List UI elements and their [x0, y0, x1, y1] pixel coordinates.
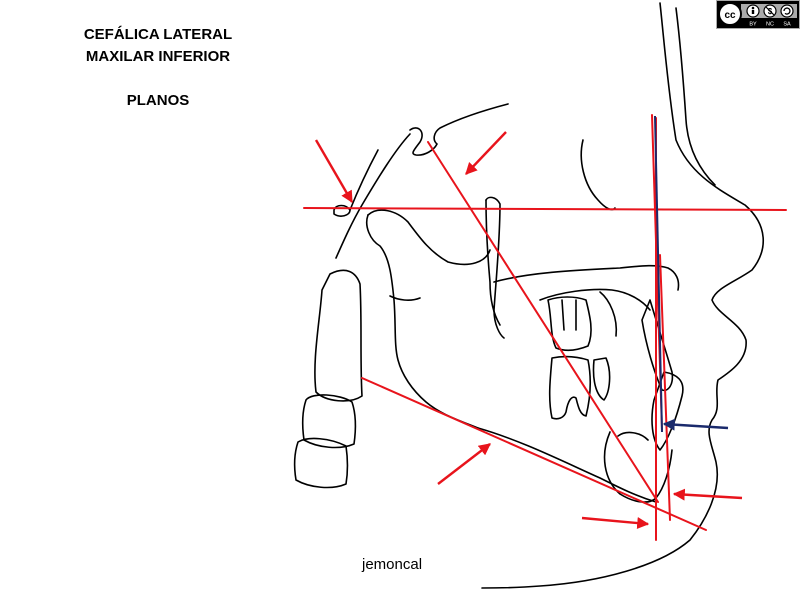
license-nc-label: NC [766, 22, 774, 28]
reference-planes [303, 114, 787, 541]
soft-tissue-profile [481, 2, 764, 589]
upper-incisor [641, 299, 674, 392]
arrow-menton [581, 516, 650, 529]
lower-incisor [651, 371, 684, 451]
license-by-label: BY [749, 22, 757, 28]
cervical-vertebra-c2 [314, 269, 363, 402]
cranial-base [335, 133, 411, 259]
cc-license-badge[interactable]: cc $ BY NC SA [716, 0, 800, 29]
license-sa-label: SA [783, 22, 791, 28]
mandible-lower-border [477, 427, 657, 503]
author-signature: jemoncal [362, 556, 423, 573]
indicator-arrows [314, 131, 743, 529]
incisor-vertical-line [659, 254, 671, 521]
upper-molar [547, 296, 592, 351]
lower-molar [548, 355, 591, 420]
title-line-1: CEFÁLICA LATERAL [83, 26, 233, 43]
blue-vertical-line [654, 115, 663, 433]
cervical-vertebra-c4 [293, 437, 349, 489]
frankfort-horizontal-plane [303, 207, 787, 211]
symphysis [603, 431, 673, 503]
mandibular-plane [361, 377, 707, 531]
arrow-incisor [662, 418, 729, 431]
orbit [580, 139, 616, 211]
svg-text:cc: cc [724, 10, 736, 21]
skull-outline [293, 2, 764, 589]
mandibular-ramus [367, 209, 491, 266]
cc-by-nc-sa-icon: cc $ BY NC SA [717, 1, 799, 28]
sella-gnathion-line [427, 141, 659, 503]
diagram-title: CEFÁLICA LATERAL MAXILAR INFERIOR PLANOS [40, 24, 276, 112]
sella-turcica [409, 103, 509, 156]
cervical-vertebra-c3 [301, 394, 357, 449]
palate [493, 264, 680, 291]
title-line-2: MAXILAR INFERIOR [85, 48, 231, 65]
arrow-mandibular-plane [437, 443, 491, 485]
porion [333, 204, 351, 217]
arrow-porion [314, 139, 354, 204]
arrow-gnathion [672, 488, 743, 501]
arrow-sella [465, 131, 507, 175]
blue-reference [654, 115, 663, 433]
title-line-3: PLANOS [126, 92, 190, 109]
